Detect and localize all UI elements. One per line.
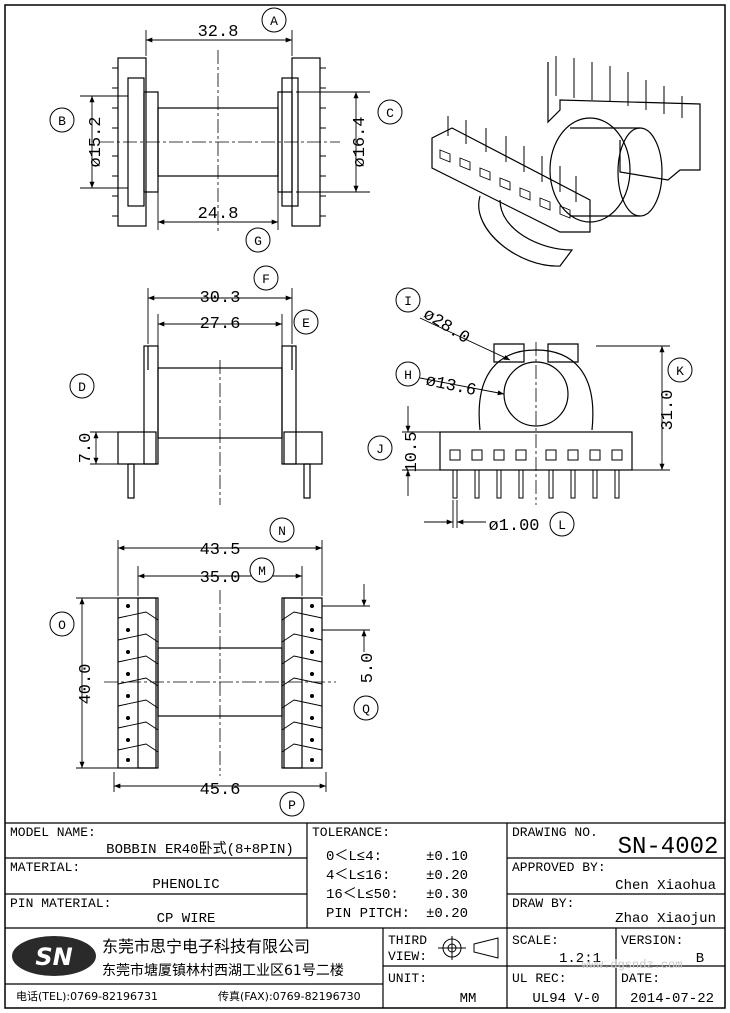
drawing-no: SN-4002: [618, 834, 719, 861]
tolerance-label: TOLERANCE:: [312, 825, 390, 840]
callout-g: G: [254, 234, 262, 249]
version-label: VERSION:: [621, 933, 683, 948]
material-label: MATERIAL:: [10, 860, 80, 875]
drawing-no-label: DRAWING NO.: [512, 825, 598, 840]
approved-label: APPROVED BY:: [512, 860, 606, 875]
side-view: [439, 342, 633, 505]
dim-mid-inner: 27.6: [200, 315, 241, 334]
dim-pitch: 5.0: [359, 653, 378, 684]
callout-i: I: [404, 294, 412, 309]
dim-bot-total: 45.6: [200, 781, 241, 800]
drawn-label: DRAW BY:: [512, 896, 574, 911]
model-name: BOBBIN ER40卧式(8+8PIN): [106, 841, 294, 858]
callout-o: O: [58, 618, 66, 633]
bottom-view-dimensions: [76, 540, 370, 792]
callouts: [49, 7, 693, 817]
dim-dia-b: ø15.2: [87, 116, 106, 167]
version: B: [696, 951, 704, 967]
ul-label: UL REC:: [512, 971, 567, 986]
title-block: [5, 822, 725, 1008]
dim-top-width: 32.8: [198, 23, 239, 42]
material: PHENOLIC: [152, 877, 219, 893]
company-address: 东莞市塘厦镇林村西湖工业区61号二楼: [102, 962, 344, 979]
date: 2014-07-22: [630, 991, 714, 1007]
callout-a: A: [270, 14, 278, 29]
callout-l: L: [558, 518, 566, 533]
dim-bot-outer: 43.5: [200, 541, 241, 560]
company-fax: 传真(FAX):0769-82196730: [218, 989, 361, 1003]
tolerance-range-1: 0＜L≤4:: [326, 849, 382, 865]
approved-by: Chen Xiaohua: [615, 878, 716, 894]
tolerance-range-4: PIN PITCH:: [326, 906, 410, 922]
callout-h: H: [404, 368, 412, 383]
dim-dia-i: ø28.0: [419, 305, 472, 348]
scale: 1.2:1: [559, 951, 601, 967]
callout-k: K: [676, 364, 684, 379]
tolerance-value-2: ±0.20: [426, 868, 468, 884]
tolerance-range-2: 4＜L≤16:: [326, 868, 390, 884]
callout-c: C: [386, 106, 394, 121]
front-view: [117, 345, 323, 505]
unit: MM: [460, 991, 477, 1007]
third-angle-projection-icon: [438, 936, 499, 960]
tolerance-value-4: ±0.20: [426, 906, 468, 922]
tolerance-range-3: 16＜L≤50:: [326, 887, 399, 903]
dim-top-inner: 24.8: [198, 205, 239, 224]
top-view-dimensions: [80, 30, 370, 230]
sheet-border: [4, 4, 726, 1009]
callout-f: F: [262, 272, 270, 287]
callout-j: J: [376, 442, 384, 457]
dim-side-total: 31.0: [659, 390, 678, 431]
dim-dia-c: ø16.4: [351, 116, 370, 167]
company-tel: 电话(TEL):0769-82196731: [16, 990, 158, 1003]
dim-pin-dia: ø1.00: [488, 517, 539, 536]
side-view-dimensions: [402, 317, 670, 528]
callout-q: Q: [362, 702, 370, 717]
dim-side-height: 10.5: [403, 432, 422, 473]
watermark: www.dgsndz.com: [582, 958, 683, 972]
top-view: [100, 50, 340, 232]
tolerance-value-1: ±0.10: [426, 849, 468, 865]
ul-rec: UL94 V-0: [532, 991, 599, 1007]
date-label: DATE:: [621, 971, 660, 986]
dim-mid-height: 7.0: [77, 433, 96, 464]
company-logo: [12, 936, 96, 976]
dim-mid-outer: 30.3: [200, 289, 241, 308]
dim-bot-height: 40.0: [77, 664, 96, 705]
callout-d: D: [78, 380, 86, 395]
drawn-by: Zhao Xiaojun: [615, 911, 716, 927]
dim-dia-h: ø13.6: [424, 372, 478, 401]
callout-m: M: [258, 564, 266, 579]
callout-e: E: [302, 316, 310, 331]
pin-material-label: PIN MATERIAL:: [10, 896, 111, 911]
isometric-view: [431, 56, 701, 267]
callout-n: N: [278, 524, 286, 539]
tolerance-value-3: ±0.30: [426, 887, 468, 903]
company-name: 东莞市思宁电子科技有限公司: [102, 937, 310, 956]
logo-text: SN: [35, 943, 72, 971]
front-view-dimensions: [90, 288, 293, 465]
bottom-view: [104, 590, 336, 776]
model-name-label: MODEL NAME:: [10, 825, 96, 840]
callout-p: P: [288, 798, 296, 813]
pin-material: CP WIRE: [157, 911, 216, 927]
third-view-label-1: THIRD: [388, 933, 427, 948]
scale-label: SCALE:: [512, 933, 559, 948]
third-view-label-2: VIEW:: [388, 949, 427, 964]
callout-b: B: [58, 114, 66, 129]
dim-bot-inner: 35.0: [200, 569, 241, 588]
unit-label: UNIT:: [388, 971, 427, 986]
